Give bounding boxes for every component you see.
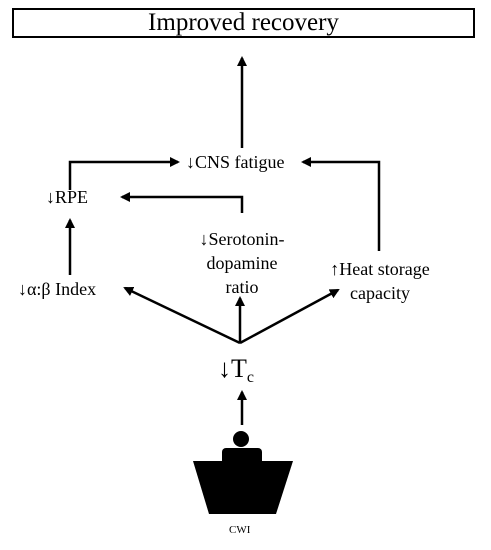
alpha-beta-index-label: ↓α:β Index xyxy=(18,279,97,299)
arrow-heat-to-cns xyxy=(301,157,381,251)
serotonin-label-line3: ratio xyxy=(225,277,259,297)
arrow-serotonin-to-rpe xyxy=(120,192,244,213)
cns-fatigue-label: ↓CNS fatigue xyxy=(186,152,285,172)
improved-recovery-label: Improved recovery xyxy=(148,9,339,36)
heat-storage-node: ↑Heat storage capacity xyxy=(320,260,440,302)
improved-recovery-box: Improved recovery xyxy=(12,8,475,38)
cwi-label: CWI xyxy=(229,524,251,536)
serotonin-dopamine-node: ↓Serotonin- dopamine ratio xyxy=(185,230,299,296)
heat-storage-label-line2: capacity xyxy=(350,283,410,303)
arrow-rpe-to-cns xyxy=(68,157,180,190)
arrow-tc-to-heat xyxy=(239,288,340,345)
arrow-tc-to-alphabeta xyxy=(123,286,241,345)
core-temperature-label: ↓Tc xyxy=(218,356,254,386)
person-in-tub-icon xyxy=(193,431,293,514)
heat-storage-label-line1: ↑Heat storage xyxy=(330,259,430,279)
core-temperature-subscript: c xyxy=(246,369,254,386)
serotonin-label-line1: ↓Serotonin- xyxy=(199,229,285,249)
serotonin-label-line2: dopamine xyxy=(206,253,278,273)
core-temperature-symbol: ↓T xyxy=(218,354,247,383)
rpe-label: ↓RPE xyxy=(46,187,89,207)
